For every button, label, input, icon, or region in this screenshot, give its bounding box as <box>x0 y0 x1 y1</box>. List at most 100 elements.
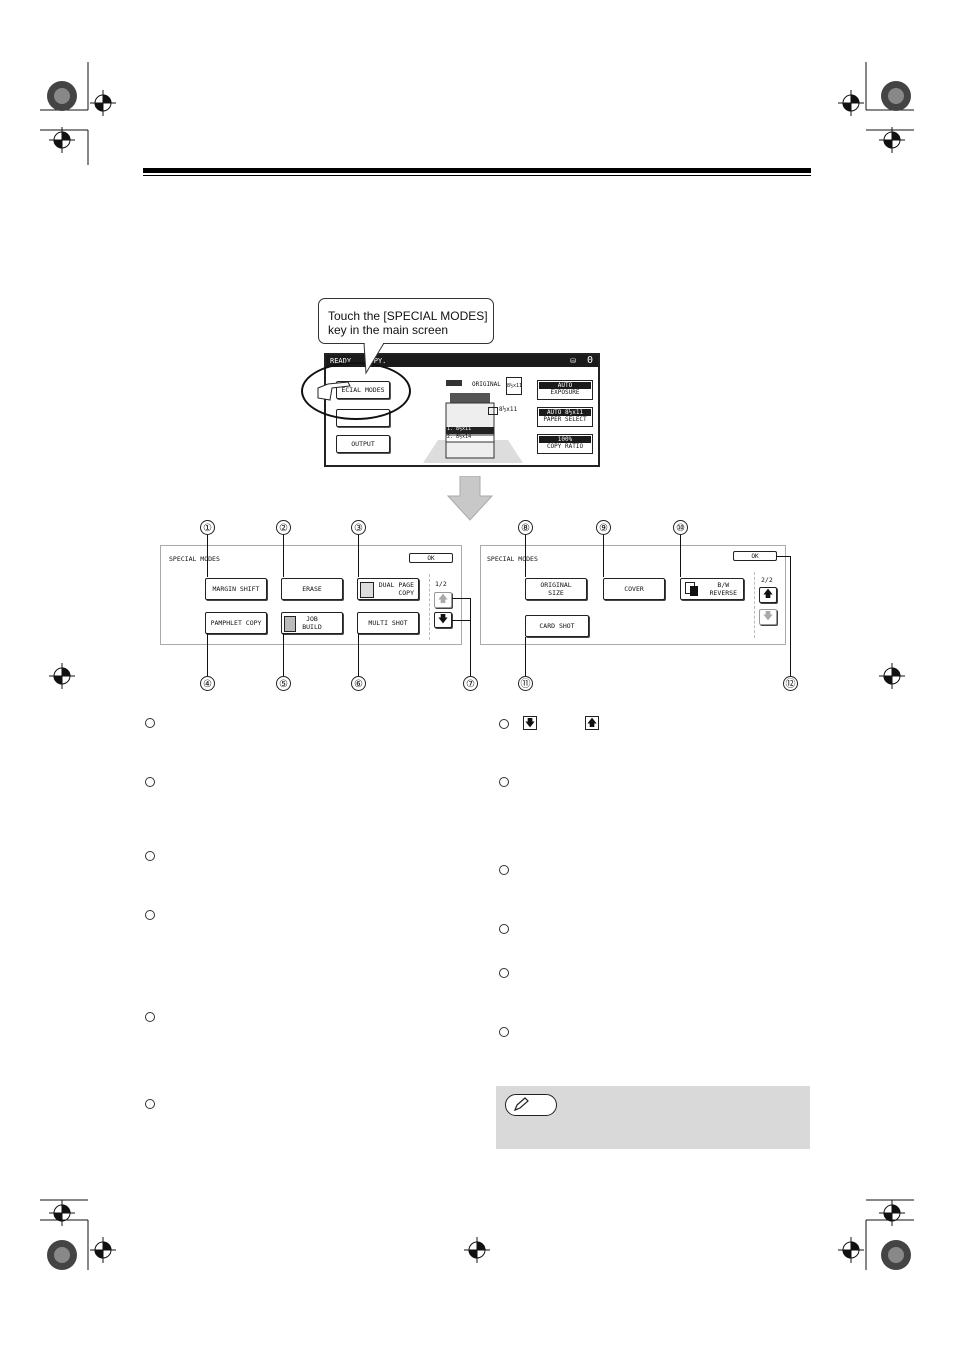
callout-pointer <box>363 343 385 375</box>
original-size-line2: SIZE <box>548 589 564 597</box>
toner-icon: ⛁ <box>570 357 576 365</box>
leader-line-10 <box>680 535 681 577</box>
list-marker-6 <box>145 1099 155 1109</box>
panel2-ok-button[interactable]: OK <box>733 551 777 561</box>
tray-1: 1. 8½x11 <box>447 426 472 432</box>
panel1-down-arrow-button[interactable]: 🡇 <box>434 612 452 628</box>
job-build-line1: JOB <box>306 615 318 623</box>
inline-down-arrow-icon: 🡇 <box>523 716 537 730</box>
leader-line-7-top <box>452 598 471 599</box>
ratio-value: 100% <box>539 436 591 443</box>
header-rule <box>143 168 811 173</box>
panel2-divider <box>754 572 755 638</box>
paper-value: AUTO 8½x11 <box>539 409 591 416</box>
scanner-icon <box>446 380 462 386</box>
callout-number-11: ⑪ <box>518 676 533 691</box>
exposure-key[interactable]: AUTO EXPOSURE <box>537 380 593 400</box>
list-marker-4 <box>145 910 155 920</box>
exposure-label: EXPOSURE <box>550 389 580 396</box>
margin-shift-button[interactable]: MARGIN SHIFT <box>205 578 267 600</box>
output-key[interactable]: OUTPUT <box>336 435 390 453</box>
callout-number-7: ⑦ <box>463 676 478 691</box>
panel2-title: SPECIAL MODES <box>487 555 538 563</box>
multi-shot-button[interactable]: MULTI SHOT <box>357 612 419 634</box>
copy-counter: 0 <box>586 355 593 366</box>
callout-number-12: ⑫ <box>783 676 798 691</box>
panel2-up-arrow-button[interactable]: 🡅 <box>759 587 777 603</box>
panel1-ok-button[interactable]: OK <box>409 553 453 563</box>
status-copy: COPY. <box>365 357 387 365</box>
leader-line-2 <box>283 535 284 577</box>
callout-number-5: ⑤ <box>276 676 291 691</box>
callout-number-8: ⑧ <box>518 520 533 535</box>
erase-button[interactable]: ERASE <box>281 578 343 600</box>
leader-line-12 <box>790 556 791 676</box>
copy-ratio-key[interactable]: 100% COPY RATIO <box>537 434 593 454</box>
ratio-label: COPY RATIO <box>546 443 584 450</box>
list-marker-5 <box>145 1012 155 1022</box>
leader-line-11 <box>525 637 526 676</box>
down-arrow-icon <box>446 476 494 521</box>
leader-line-12-top <box>776 556 791 557</box>
header-rule-thin <box>143 175 811 176</box>
inline-up-arrow-icon: 🡅 <box>585 716 599 730</box>
paper-label: PAPER SELECT <box>543 416 587 423</box>
callout-number-10: ⑩ <box>673 520 688 535</box>
leader-line-7 <box>470 598 471 676</box>
instruction-callout: Touch the [SPECIAL MODES] key in the mai… <box>318 298 494 344</box>
leader-line-7-bottom <box>452 620 471 621</box>
list-marker-7 <box>499 719 509 729</box>
card-shot-button[interactable]: CARD SHOT <box>525 615 589 637</box>
list-marker-11 <box>499 968 509 978</box>
leader-line-5 <box>283 633 284 676</box>
callout-number-9: ⑨ <box>596 520 611 535</box>
dual-page-line1: DUAL PAGE <box>378 581 414 589</box>
leader-line-1 <box>207 535 208 577</box>
copier-machine-icon <box>423 393 523 463</box>
leader-line-4 <box>207 633 208 676</box>
cover-button[interactable]: COVER <box>603 578 665 600</box>
callout-number-6: ⑥ <box>351 676 366 691</box>
output-tray-icon <box>488 407 498 415</box>
main-screen-status-bar: READY COPY. ⛁ 0 <box>326 355 598 367</box>
job-build-icon <box>284 616 296 632</box>
callout-number-4: ④ <box>200 676 215 691</box>
callout-number-2: ② <box>276 520 291 535</box>
list-marker-3 <box>145 851 155 861</box>
paper-select-key[interactable]: AUTO 8½x11 PAPER SELECT <box>537 407 593 427</box>
original-size-line1: ORIGINAL <box>540 581 572 589</box>
leader-line-8 <box>525 535 526 577</box>
special-modes-panel-page1: SPECIAL MODES OK MARGIN SHIFT ERASE DUAL… <box>160 545 462 645</box>
panel1-page-indicator: 1/2 <box>435 580 447 588</box>
callout-line-1: Touch the [SPECIAL MODES] <box>328 309 488 323</box>
list-marker-9 <box>499 865 509 875</box>
list-marker-1 <box>145 718 155 728</box>
callout-number-1: ① <box>200 520 215 535</box>
dual-page-line2: COPY <box>398 589 414 597</box>
panel2-page-indicator: 2/2 <box>761 576 773 584</box>
bw-reverse-line1: B/W <box>717 581 730 589</box>
hand-pointer-icon <box>317 381 351 401</box>
job-build-line2: BUILD <box>302 623 322 631</box>
panel1-up-arrow-button[interactable]: 🡅 <box>434 592 452 608</box>
dual-page-icon <box>360 582 374 598</box>
status-ready: READY <box>330 357 352 365</box>
panel2-down-arrow-button[interactable]: 🡇 <box>759 609 777 625</box>
list-marker-8 <box>499 777 509 787</box>
list-marker-2 <box>145 777 155 787</box>
leader-line-6 <box>358 633 359 676</box>
panel1-title: SPECIAL MODES <box>169 555 220 563</box>
pencil-icon <box>513 1097 529 1112</box>
exposure-value: AUTO <box>539 382 591 389</box>
original-size: 8½x11 <box>506 377 522 395</box>
pamphlet-copy-button[interactable]: PAMPHLET COPY <box>205 612 267 634</box>
list-marker-10 <box>499 924 509 934</box>
tray-2: 2. 8½x14 <box>447 434 472 440</box>
bw-reverse-line2: REVERSE <box>709 589 737 597</box>
